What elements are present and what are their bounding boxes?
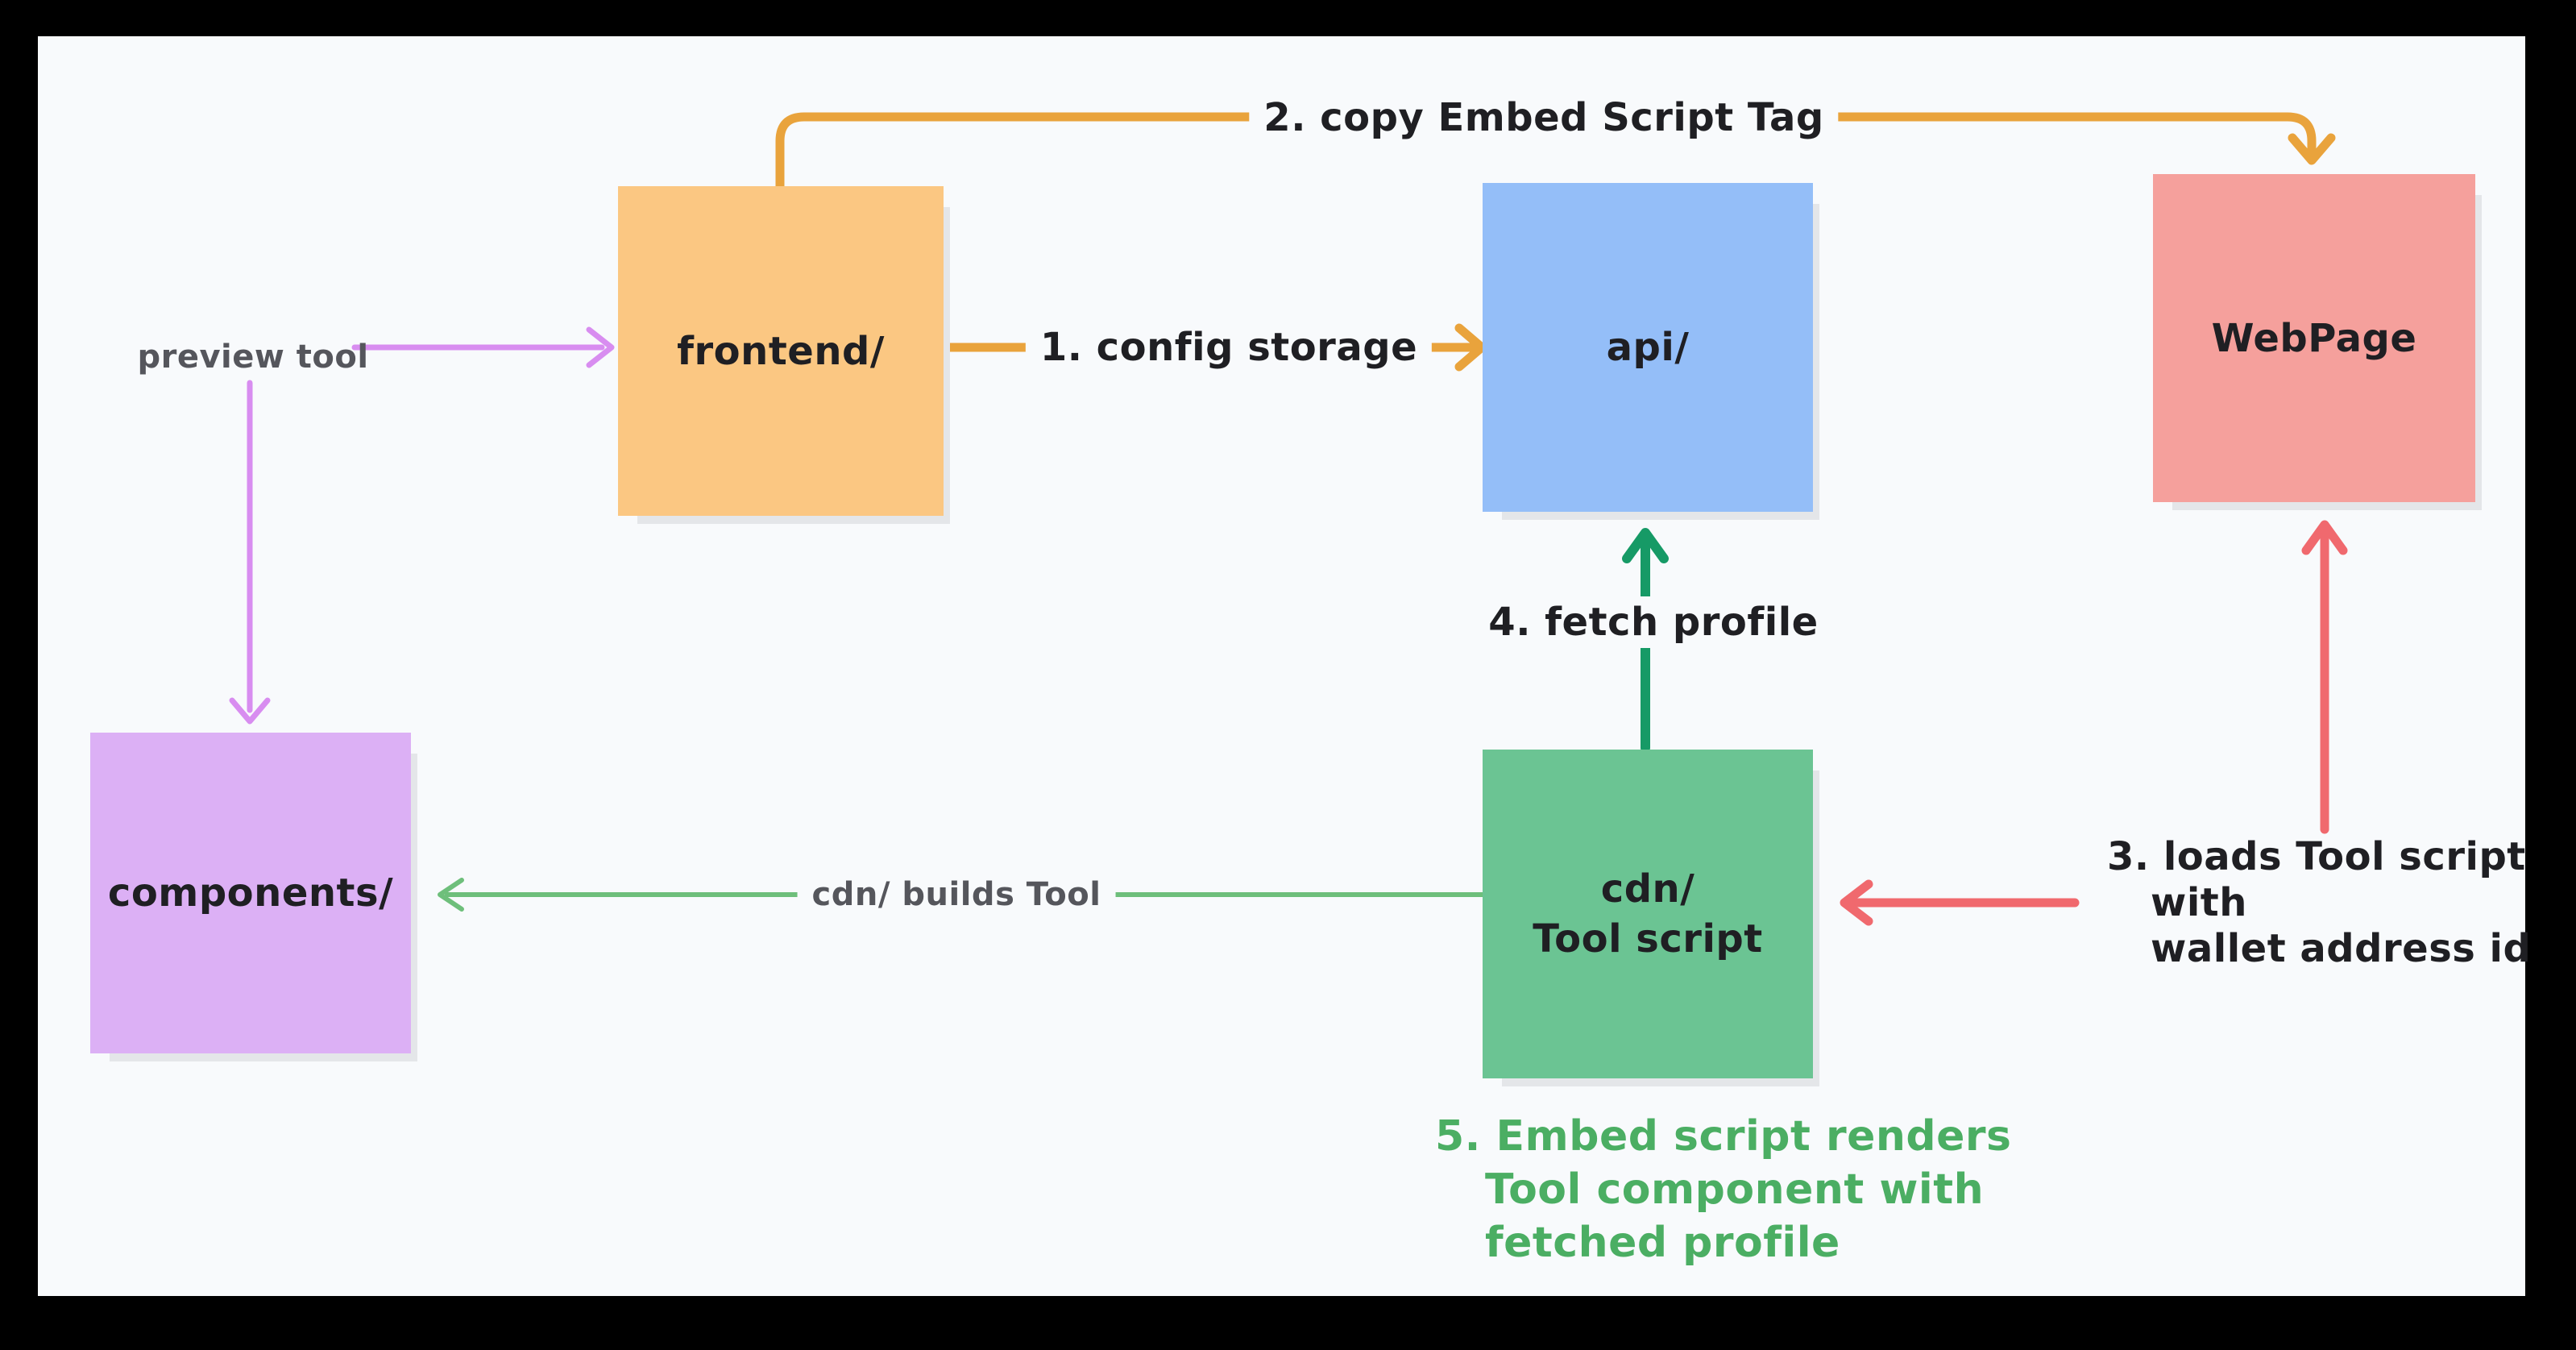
node-components-label: components/ [107, 870, 394, 916]
arrow-loads-script-horizontal [1840, 879, 2080, 926]
note-loads-tool-script: 3. loads Tool script with wallet address… [2107, 834, 2531, 972]
arrow-preview-to-components [229, 380, 271, 725]
note-step5-line2: Tool component with [1485, 1165, 1985, 1214]
arrow-preview-to-frontend [351, 326, 615, 368]
note-embed-script-renders: 5. Embed script renders Tool component w… [1435, 1110, 2012, 1269]
node-cdn-label-line2: Tool script [1533, 916, 1763, 962]
note-step5-line3: fetched profile [1485, 1219, 1840, 1267]
edge-label-preview-tool: preview tool [137, 339, 369, 376]
edge-label-copy-embed-tag: 2. copy Embed Script Tag [1249, 92, 1839, 143]
note-step5-line1: 5. Embed script renders [1435, 1112, 2012, 1161]
edge-label-config-storage: 1. config storage [1025, 322, 1433, 373]
note-loads-line3: wallet address id [2151, 926, 2532, 971]
edge-label-cdn-builds-tool: cdn/ builds Tool [797, 873, 1116, 916]
node-api-label: api/ [1606, 325, 1690, 370]
node-webpage-label: WebPage [2211, 315, 2417, 361]
arrow-layer [229, 112, 2348, 926]
node-cdn: cdn/ Tool script [1483, 750, 1813, 1078]
node-webpage: WebPage [2153, 174, 2475, 502]
node-cdn-label: cdn/ Tool script [1533, 864, 1762, 964]
edge-label-fetch-profile: 4. fetch profile [1474, 596, 1833, 648]
note-loads-line1: 3. loads Tool script [2107, 834, 2526, 879]
node-cdn-label-line1: cdn/ [1600, 866, 1695, 912]
node-frontend: frontend/ [618, 186, 944, 516]
note-loads-line2: with [2151, 880, 2247, 925]
node-frontend-label: frontend/ [677, 328, 885, 374]
node-components: components/ [90, 733, 411, 1053]
diagram-canvas: frontend/ api/ WebPage components/ cdn/ … [38, 36, 2531, 1296]
node-api: api/ [1483, 183, 1813, 512]
arrow-loads-script-vertical [2301, 520, 2348, 834]
